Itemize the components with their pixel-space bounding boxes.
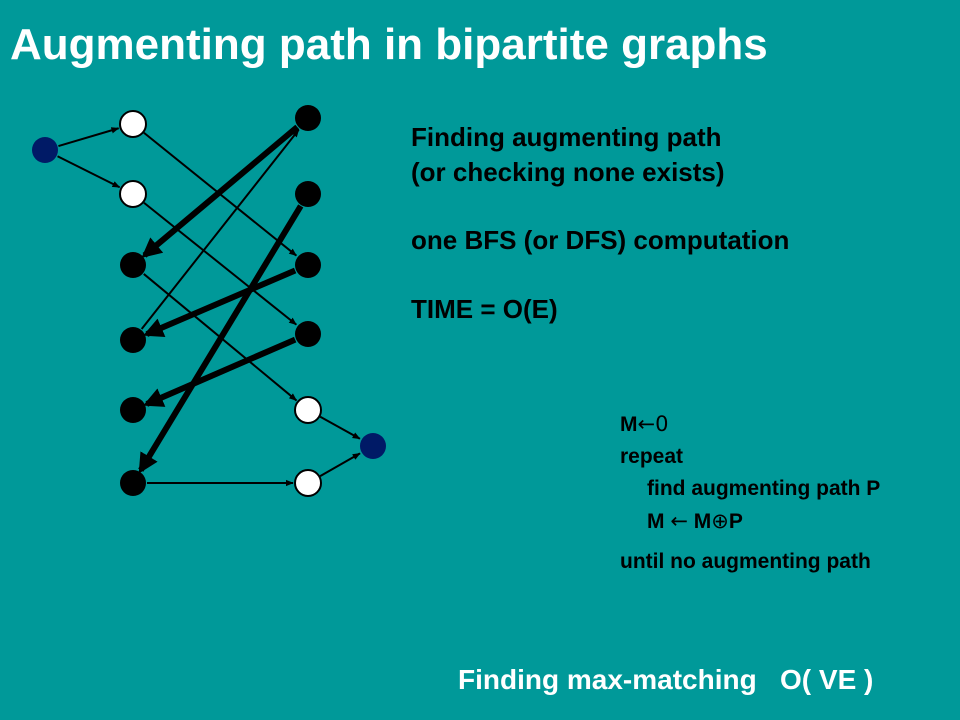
description-line: one BFS (or DFS) computation — [411, 225, 790, 256]
unmatched-edge — [143, 201, 297, 326]
free-vertex — [119, 110, 147, 138]
matched-vertex — [120, 327, 146, 353]
matched-edge — [141, 124, 300, 258]
unmatched-edge — [140, 129, 300, 330]
description-line: Finding augmenting path — [411, 122, 722, 152]
circled-plus-icon: ⊕ — [711, 509, 729, 533]
left-arrow-icon: ← — [670, 509, 688, 533]
matched-edge — [143, 336, 297, 407]
algo-text: M — [687, 510, 712, 533]
slide-title: Augmenting path in bipartite graphs — [10, 20, 768, 69]
algo-text: M — [647, 510, 671, 533]
matched-vertex — [120, 252, 146, 278]
node-layer — [32, 105, 386, 497]
footer-complexity: Finding max-matching O( VE ) — [458, 664, 874, 695]
algo-step-find: find augmenting path P — [647, 477, 881, 500]
empty-set-value: 0 — [655, 412, 669, 436]
free-vertex — [119, 180, 147, 208]
matched-vertex — [295, 105, 321, 131]
matched-edge — [138, 204, 304, 474]
matched-vertex — [120, 470, 146, 496]
unmatched-edge — [319, 415, 361, 440]
matched-vertex — [295, 321, 321, 347]
unmatched-edge — [319, 452, 361, 477]
source-vertex — [32, 137, 58, 163]
description-line: (or checking none exists) — [411, 156, 725, 187]
free-vertex — [294, 396, 322, 424]
matched-vertex — [295, 181, 321, 207]
matched-vertex — [295, 252, 321, 278]
description-block: Finding augmenting path (or checking non… — [411, 120, 789, 326]
algo-until-line: until no augmenting path — [620, 550, 871, 573]
algorithm-pseudocode: M←0 repeat find augmenting path P M ← M⊕… — [620, 408, 880, 578]
free-vertex — [294, 469, 322, 497]
edge-layer — [57, 124, 361, 487]
bipartite-graph-diagram — [32, 105, 386, 497]
algo-step-update: M ← M⊕P — [620, 505, 880, 538]
unmatched-edge — [57, 155, 121, 189]
sink-vertex — [360, 433, 386, 459]
matched-vertex — [120, 397, 146, 423]
matched-edge — [143, 267, 297, 337]
algo-text: M — [620, 413, 638, 436]
left-arrow-icon: ← — [637, 412, 656, 436]
unmatched-edge — [58, 127, 120, 147]
algo-init-line: M←0 — [620, 408, 880, 441]
algo-text: P — [728, 510, 743, 533]
algo-repeat-line: repeat — [620, 445, 684, 468]
time-complexity: TIME = O(E) — [411, 293, 558, 324]
